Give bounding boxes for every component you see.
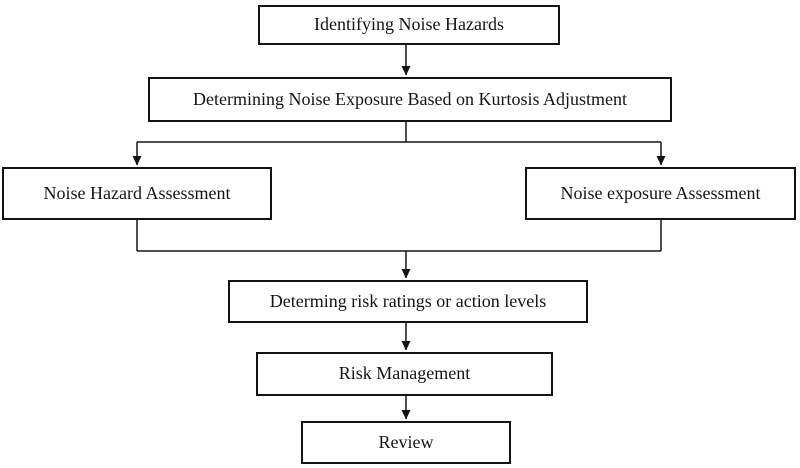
node-risk-management: Risk Management bbox=[256, 352, 553, 396]
node-noise-exposure-assessment: Noise exposure Assessment bbox=[525, 167, 796, 220]
node-determing-risk-ratings: Determing risk ratings or action levels bbox=[228, 280, 588, 323]
node-review: Review bbox=[301, 421, 511, 464]
node-identifying-noise-hazards: Identifying Noise Hazards bbox=[258, 5, 560, 45]
node-noise-hazard-assessment: Noise Hazard Assessment bbox=[2, 167, 272, 220]
node-determining-noise-exposure: Determining Noise Exposure Based on Kurt… bbox=[148, 77, 672, 122]
